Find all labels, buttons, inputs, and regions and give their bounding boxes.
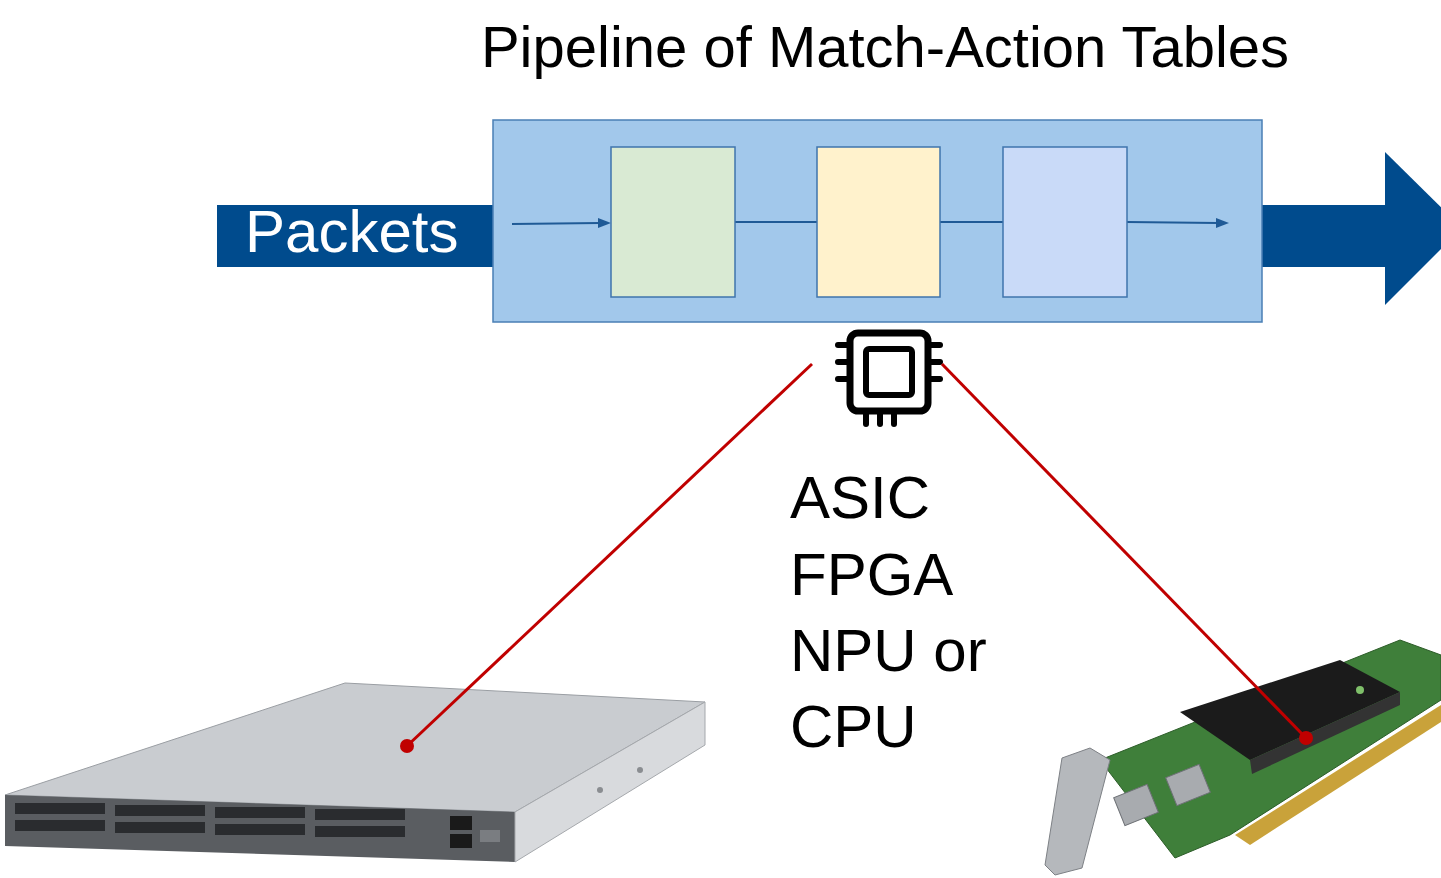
match-action-table xyxy=(1003,147,1127,297)
device-label: NPU or xyxy=(790,616,987,685)
switch-illustration xyxy=(5,683,705,862)
flow-label: Packets xyxy=(245,197,458,266)
device-label: FPGA xyxy=(790,540,953,609)
title: Pipeline of Match-Action Tables xyxy=(481,14,1289,81)
device-label: ASIC xyxy=(790,463,930,532)
match-action-table xyxy=(611,147,735,297)
device-label: CPU xyxy=(790,692,917,761)
packet-arrow-head xyxy=(1385,152,1441,305)
match-action-table xyxy=(817,147,940,297)
chip-icon xyxy=(838,333,940,424)
arrowhead xyxy=(598,218,611,228)
arrowhead xyxy=(1216,218,1229,228)
pipeline-container xyxy=(493,120,1262,322)
